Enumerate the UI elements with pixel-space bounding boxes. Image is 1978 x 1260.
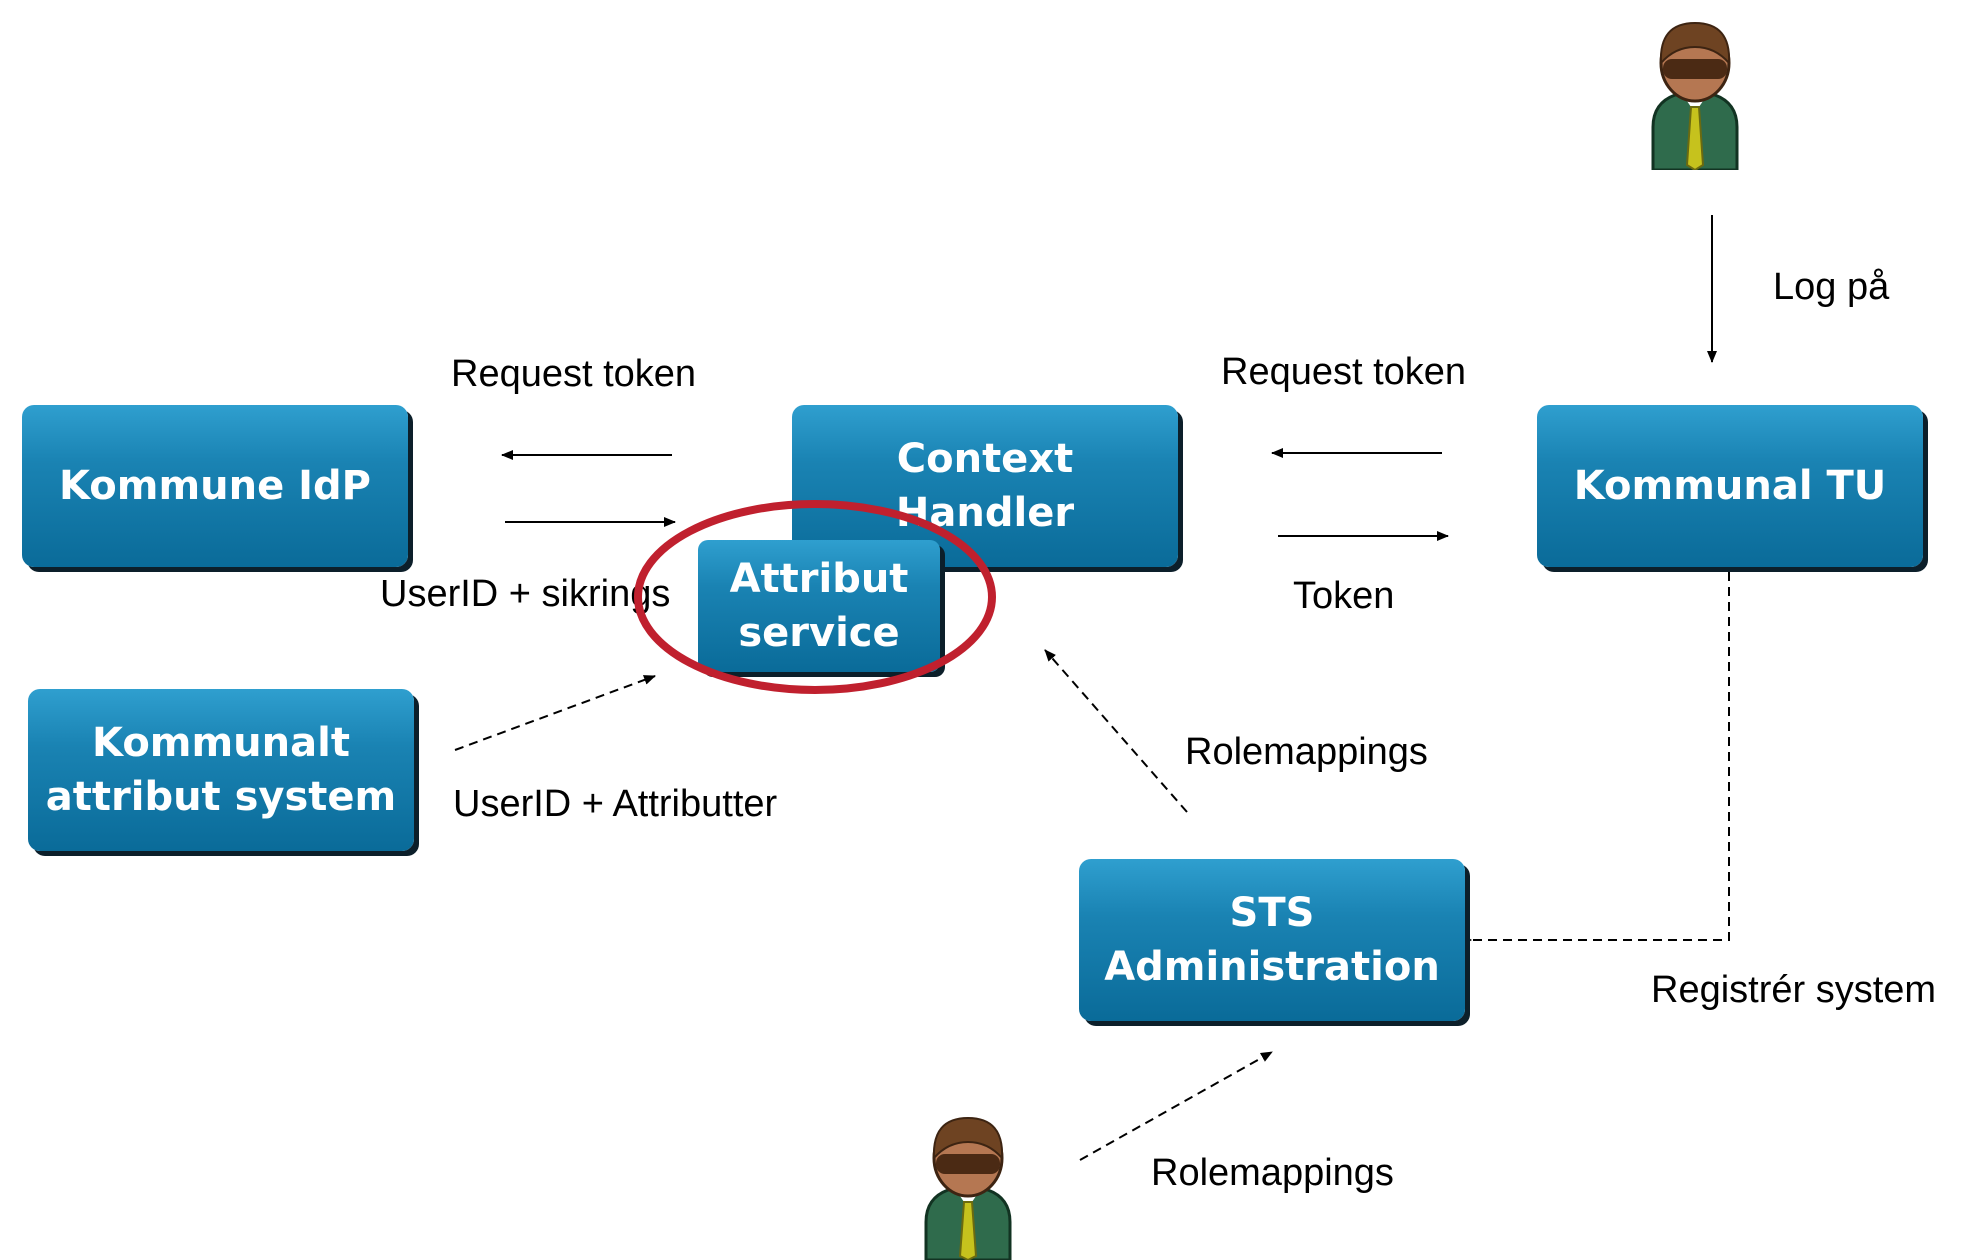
bottom-person-icon [924, 1116, 1012, 1260]
attribut-service-label-line1: Attribut [729, 556, 909, 602]
attribut-service-label: Attribut service [730, 552, 909, 660]
attribut-service-label-line2: service [738, 610, 900, 656]
sts-administration-label: STS Administration [1104, 886, 1440, 994]
userid-attributter-arrow [454, 675, 656, 751]
request-token-label-left: Request token [451, 353, 697, 395]
kommunal-tu-label: Kommunal TU [1573, 463, 1887, 509]
kommunalt-attribut-system-node[interactable]: Kommunalt attribut system [28, 689, 414, 851]
kommunalt-attribut-system-label: Kommunalt attribut system [46, 716, 396, 824]
kommunal-tu-node[interactable]: Kommunal TU [1537, 405, 1923, 567]
top-person-icon [1651, 21, 1739, 170]
context-handler-label: Context Handler [896, 432, 1074, 540]
rolemappings-upper-arrow [1044, 649, 1188, 813]
sts-administration-node[interactable]: STS Administration [1079, 859, 1465, 1021]
rolemappings-lower-arrow [1079, 1051, 1273, 1161]
sts-administration-label-line1: STS [1229, 890, 1315, 936]
kommunalt-attribut-system-label-line1: Kommunalt [92, 720, 350, 766]
kommune-idp-node[interactable]: Kommune IdP [22, 405, 408, 567]
highlight-ring [634, 500, 996, 694]
context-handler-label-line1: Context [896, 436, 1074, 482]
kommune-idp-label: Kommune IdP [59, 463, 371, 509]
rolemappings-upper-label: Rolemappings [1185, 731, 1428, 773]
log-paa-label: Log på [1773, 266, 1890, 308]
userid-sikring-label: UserID + sikrings [380, 573, 671, 615]
attribut-service-node[interactable]: Attribut service [698, 540, 940, 672]
kommunalt-attribut-system-label-line2: attribut system [45, 774, 397, 820]
userid-attributter-label: UserID + Attributter [453, 783, 778, 825]
registrer-system-connector [1457, 572, 1730, 948]
token-label: Token [1293, 575, 1395, 617]
request-token-label-right: Request token [1221, 351, 1467, 393]
registrer-system-label: Registrér system [1651, 969, 1937, 1011]
sts-administration-label-line2: Administration [1104, 944, 1440, 990]
rolemappings-lower-label: Rolemappings [1151, 1152, 1394, 1194]
